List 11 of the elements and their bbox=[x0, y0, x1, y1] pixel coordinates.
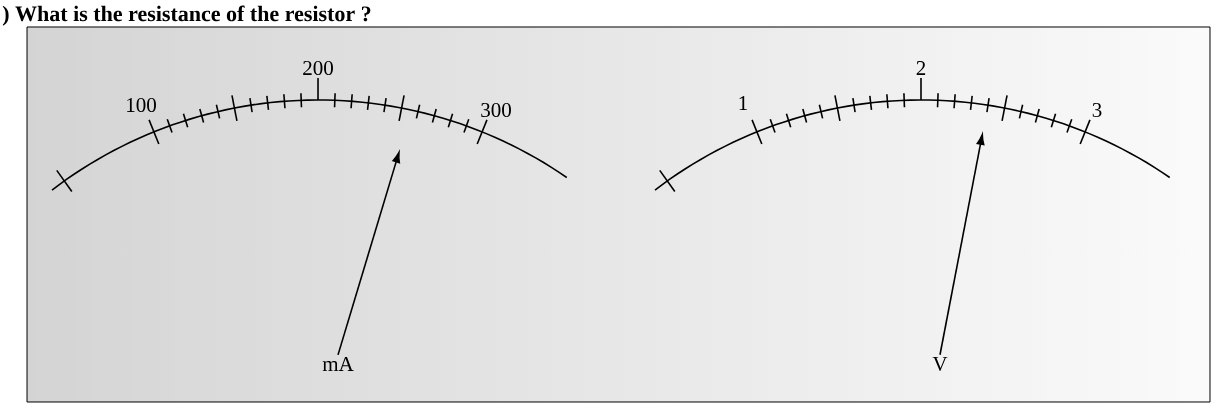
pointer-needle bbox=[939, 133, 985, 356]
scale-number: 200 bbox=[303, 60, 333, 76]
pointer-needle bbox=[337, 151, 401, 356]
title: ) What is the resistance of the resistor ? bbox=[2, 5, 371, 26]
unit-label: mA bbox=[322, 357, 354, 371]
unit-label: V bbox=[932, 356, 948, 371]
scale-number: 3 bbox=[1092, 102, 1102, 118]
scale-number: 300 bbox=[481, 102, 511, 118]
scale-number: 2 bbox=[916, 61, 926, 75]
scale-number: 1 bbox=[739, 96, 747, 110]
scale-number: 100 bbox=[127, 97, 156, 113]
